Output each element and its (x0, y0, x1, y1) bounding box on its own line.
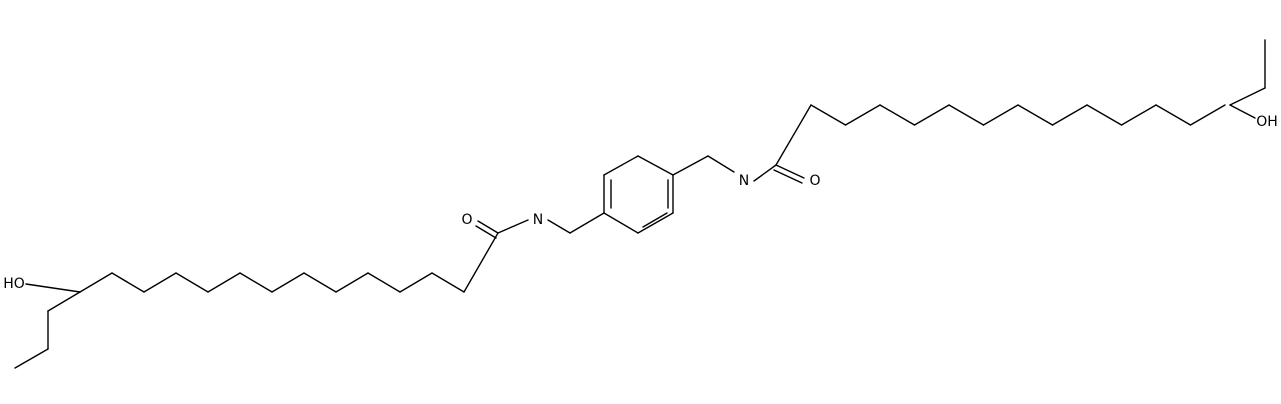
left-chain-bond (271, 272, 305, 293)
benzene-double-bond (642, 212, 668, 228)
benzene-bond (603, 155, 639, 176)
left-chain-bond (303, 272, 337, 293)
atom-label-oh-left: HO (3, 276, 25, 292)
right-chain-bond (948, 104, 985, 126)
left-chain-bond (463, 232, 499, 293)
left-chain-bond (111, 272, 145, 293)
bond-layer (14, 39, 1266, 369)
right-chain-bond (1120, 104, 1157, 126)
right-carbonyl-bond (773, 169, 803, 184)
left-amide-bond (497, 219, 529, 234)
left-benzyl-bond (569, 212, 605, 234)
right-chain-bond (775, 104, 812, 166)
right-chain-bond (1086, 104, 1123, 126)
benzene-bond (637, 212, 674, 234)
benzene-bond (637, 155, 674, 176)
left-chain-bond (399, 272, 433, 293)
right-benzyl-bond (672, 155, 709, 176)
left-chain-bond (207, 272, 241, 293)
right-chain-bond (1189, 104, 1226, 126)
right-chain-bond (913, 104, 950, 126)
right-hydroxyl-bond (1229, 104, 1256, 119)
atom-label-o-left: O (461, 212, 472, 228)
atom-label-n-right: N (739, 173, 749, 189)
left-chain-bond (175, 272, 209, 293)
left-chain-bond (143, 272, 177, 293)
right-chain-bond (844, 104, 881, 126)
right-chain-bond (1155, 104, 1192, 126)
left-amide-bond (547, 219, 571, 234)
right-amide-bond (753, 164, 777, 182)
right-amide-bond (707, 155, 735, 173)
right-chain-bond (1051, 104, 1088, 126)
right-carbonyl-bond (775, 164, 805, 179)
left-propyl-bond (47, 291, 81, 312)
atom-label-oh-right: OH (1256, 114, 1278, 130)
atom-label-o-right: O (809, 173, 820, 189)
right-chain-bond (982, 104, 1019, 126)
left-carbonyl-bond (475, 225, 497, 239)
right-chain-bond (1017, 104, 1054, 126)
atom-label-n-left: N (533, 212, 543, 228)
left-chain-bond (335, 272, 369, 293)
left-chain-bond (367, 272, 401, 293)
benzene-bond (603, 212, 639, 234)
left-chain-bond (431, 272, 465, 293)
left-chain-bond (239, 272, 273, 293)
left-propyl-bond (14, 348, 49, 369)
left-chain-bond (79, 272, 113, 293)
right-chain-bond (879, 104, 916, 126)
right-chain-bond (810, 104, 847, 126)
left-carbonyl-bond (477, 220, 499, 234)
left-hydroxyl-bond (25, 283, 81, 293)
right-propyl-bond (1229, 87, 1266, 106)
